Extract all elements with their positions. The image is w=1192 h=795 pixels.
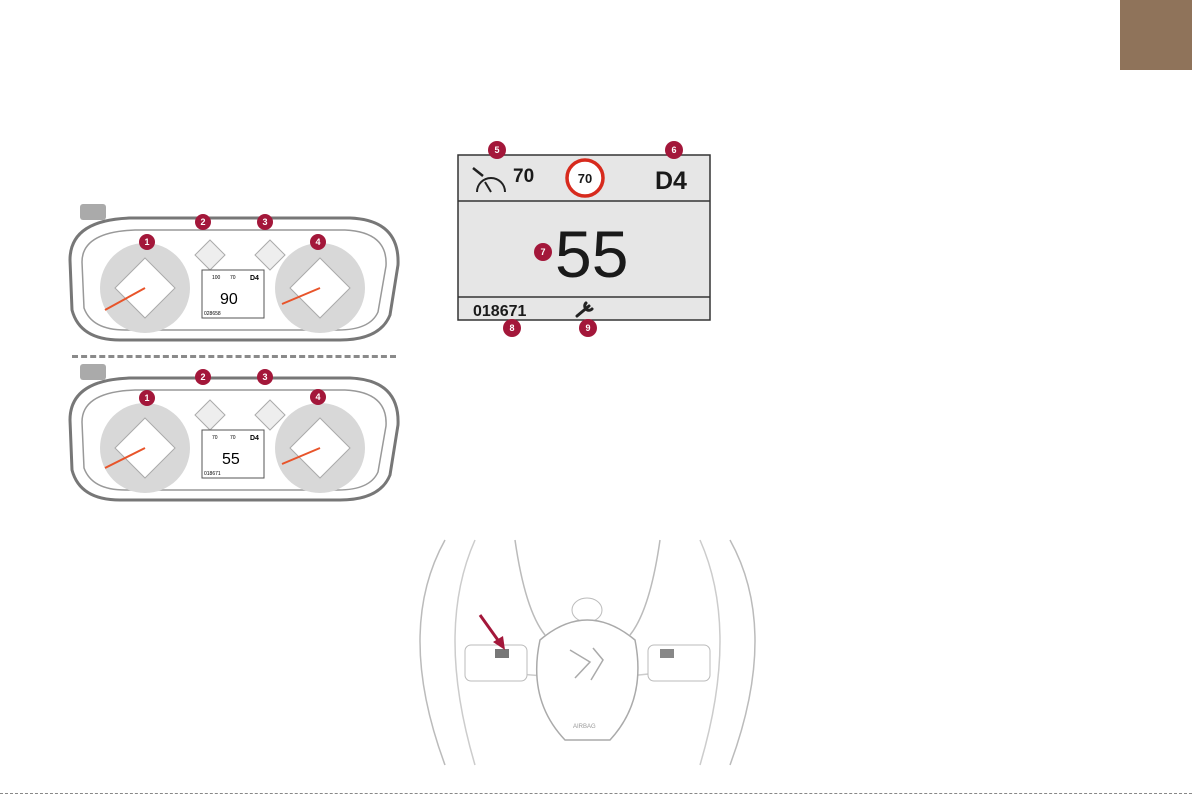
svg-text:7: 7 bbox=[540, 247, 545, 257]
steering-wheel-illustration: AIRBAG bbox=[415, 540, 760, 765]
callout-3-top: 3 bbox=[257, 214, 273, 230]
bottom-display-odometer: 018671 bbox=[204, 471, 221, 477]
top-display-speed: 90 bbox=[220, 291, 238, 308]
bottom-display-speed: 55 bbox=[222, 451, 240, 468]
svg-text:3: 3 bbox=[262, 372, 267, 382]
callout-3-bottom: 3 bbox=[257, 369, 273, 385]
zoomed-display: 70 70 D4 55 018671 5 6 7 8 9 bbox=[455, 140, 725, 340]
callout-8: 8 bbox=[503, 319, 521, 337]
svg-text:8: 8 bbox=[509, 323, 514, 333]
top-display-cruise: 100 bbox=[212, 275, 221, 281]
svg-text:5: 5 bbox=[494, 145, 499, 155]
instrument-cluster-bottom: 70 70 D4 55 018671 1 2 3 4 bbox=[60, 360, 405, 510]
callout-2-bottom: 2 bbox=[195, 369, 211, 385]
svg-text:2: 2 bbox=[200, 372, 205, 382]
callout-9: 9 bbox=[579, 319, 597, 337]
svg-text:3: 3 bbox=[262, 217, 267, 227]
airbag-label: AIRBAG bbox=[573, 724, 596, 730]
callout-5: 5 bbox=[488, 141, 506, 159]
callout-6: 6 bbox=[665, 141, 683, 159]
svg-text:9: 9 bbox=[585, 323, 590, 333]
pointer-arrow bbox=[480, 615, 500, 643]
top-display-sign: 70 bbox=[230, 275, 236, 281]
svg-text:6: 6 bbox=[671, 145, 676, 155]
bottom-rule bbox=[0, 793, 1192, 794]
svg-text:2: 2 bbox=[200, 217, 205, 227]
callout-1-bottom: 1 bbox=[139, 390, 155, 406]
svg-text:1: 1 bbox=[144, 393, 149, 403]
callout-7: 7 bbox=[534, 243, 552, 261]
svg-text:1: 1 bbox=[144, 237, 149, 247]
callout-2-top: 2 bbox=[195, 214, 211, 230]
callout-4-bottom: 4 bbox=[310, 389, 326, 405]
bottom-display-gear: D4 bbox=[250, 435, 259, 442]
instrument-cluster-top: 100 70 D4 90 028658 1 2 3 4 bbox=[60, 200, 405, 350]
right-pad-button[interactable] bbox=[660, 649, 674, 658]
dashed-divider bbox=[72, 355, 396, 358]
callout-4-top: 4 bbox=[310, 234, 326, 250]
callout-1-top: 1 bbox=[139, 234, 155, 250]
svg-text:4: 4 bbox=[315, 392, 320, 402]
limiter-button[interactable] bbox=[495, 649, 509, 658]
svg-text:4: 4 bbox=[315, 237, 320, 247]
bottom-display-cruise: 70 bbox=[212, 435, 218, 441]
top-display-gear: D4 bbox=[250, 275, 259, 282]
chapter-tab bbox=[1120, 0, 1192, 70]
top-display-odometer: 028658 bbox=[204, 311, 221, 317]
bottom-display-sign: 70 bbox=[230, 435, 236, 441]
